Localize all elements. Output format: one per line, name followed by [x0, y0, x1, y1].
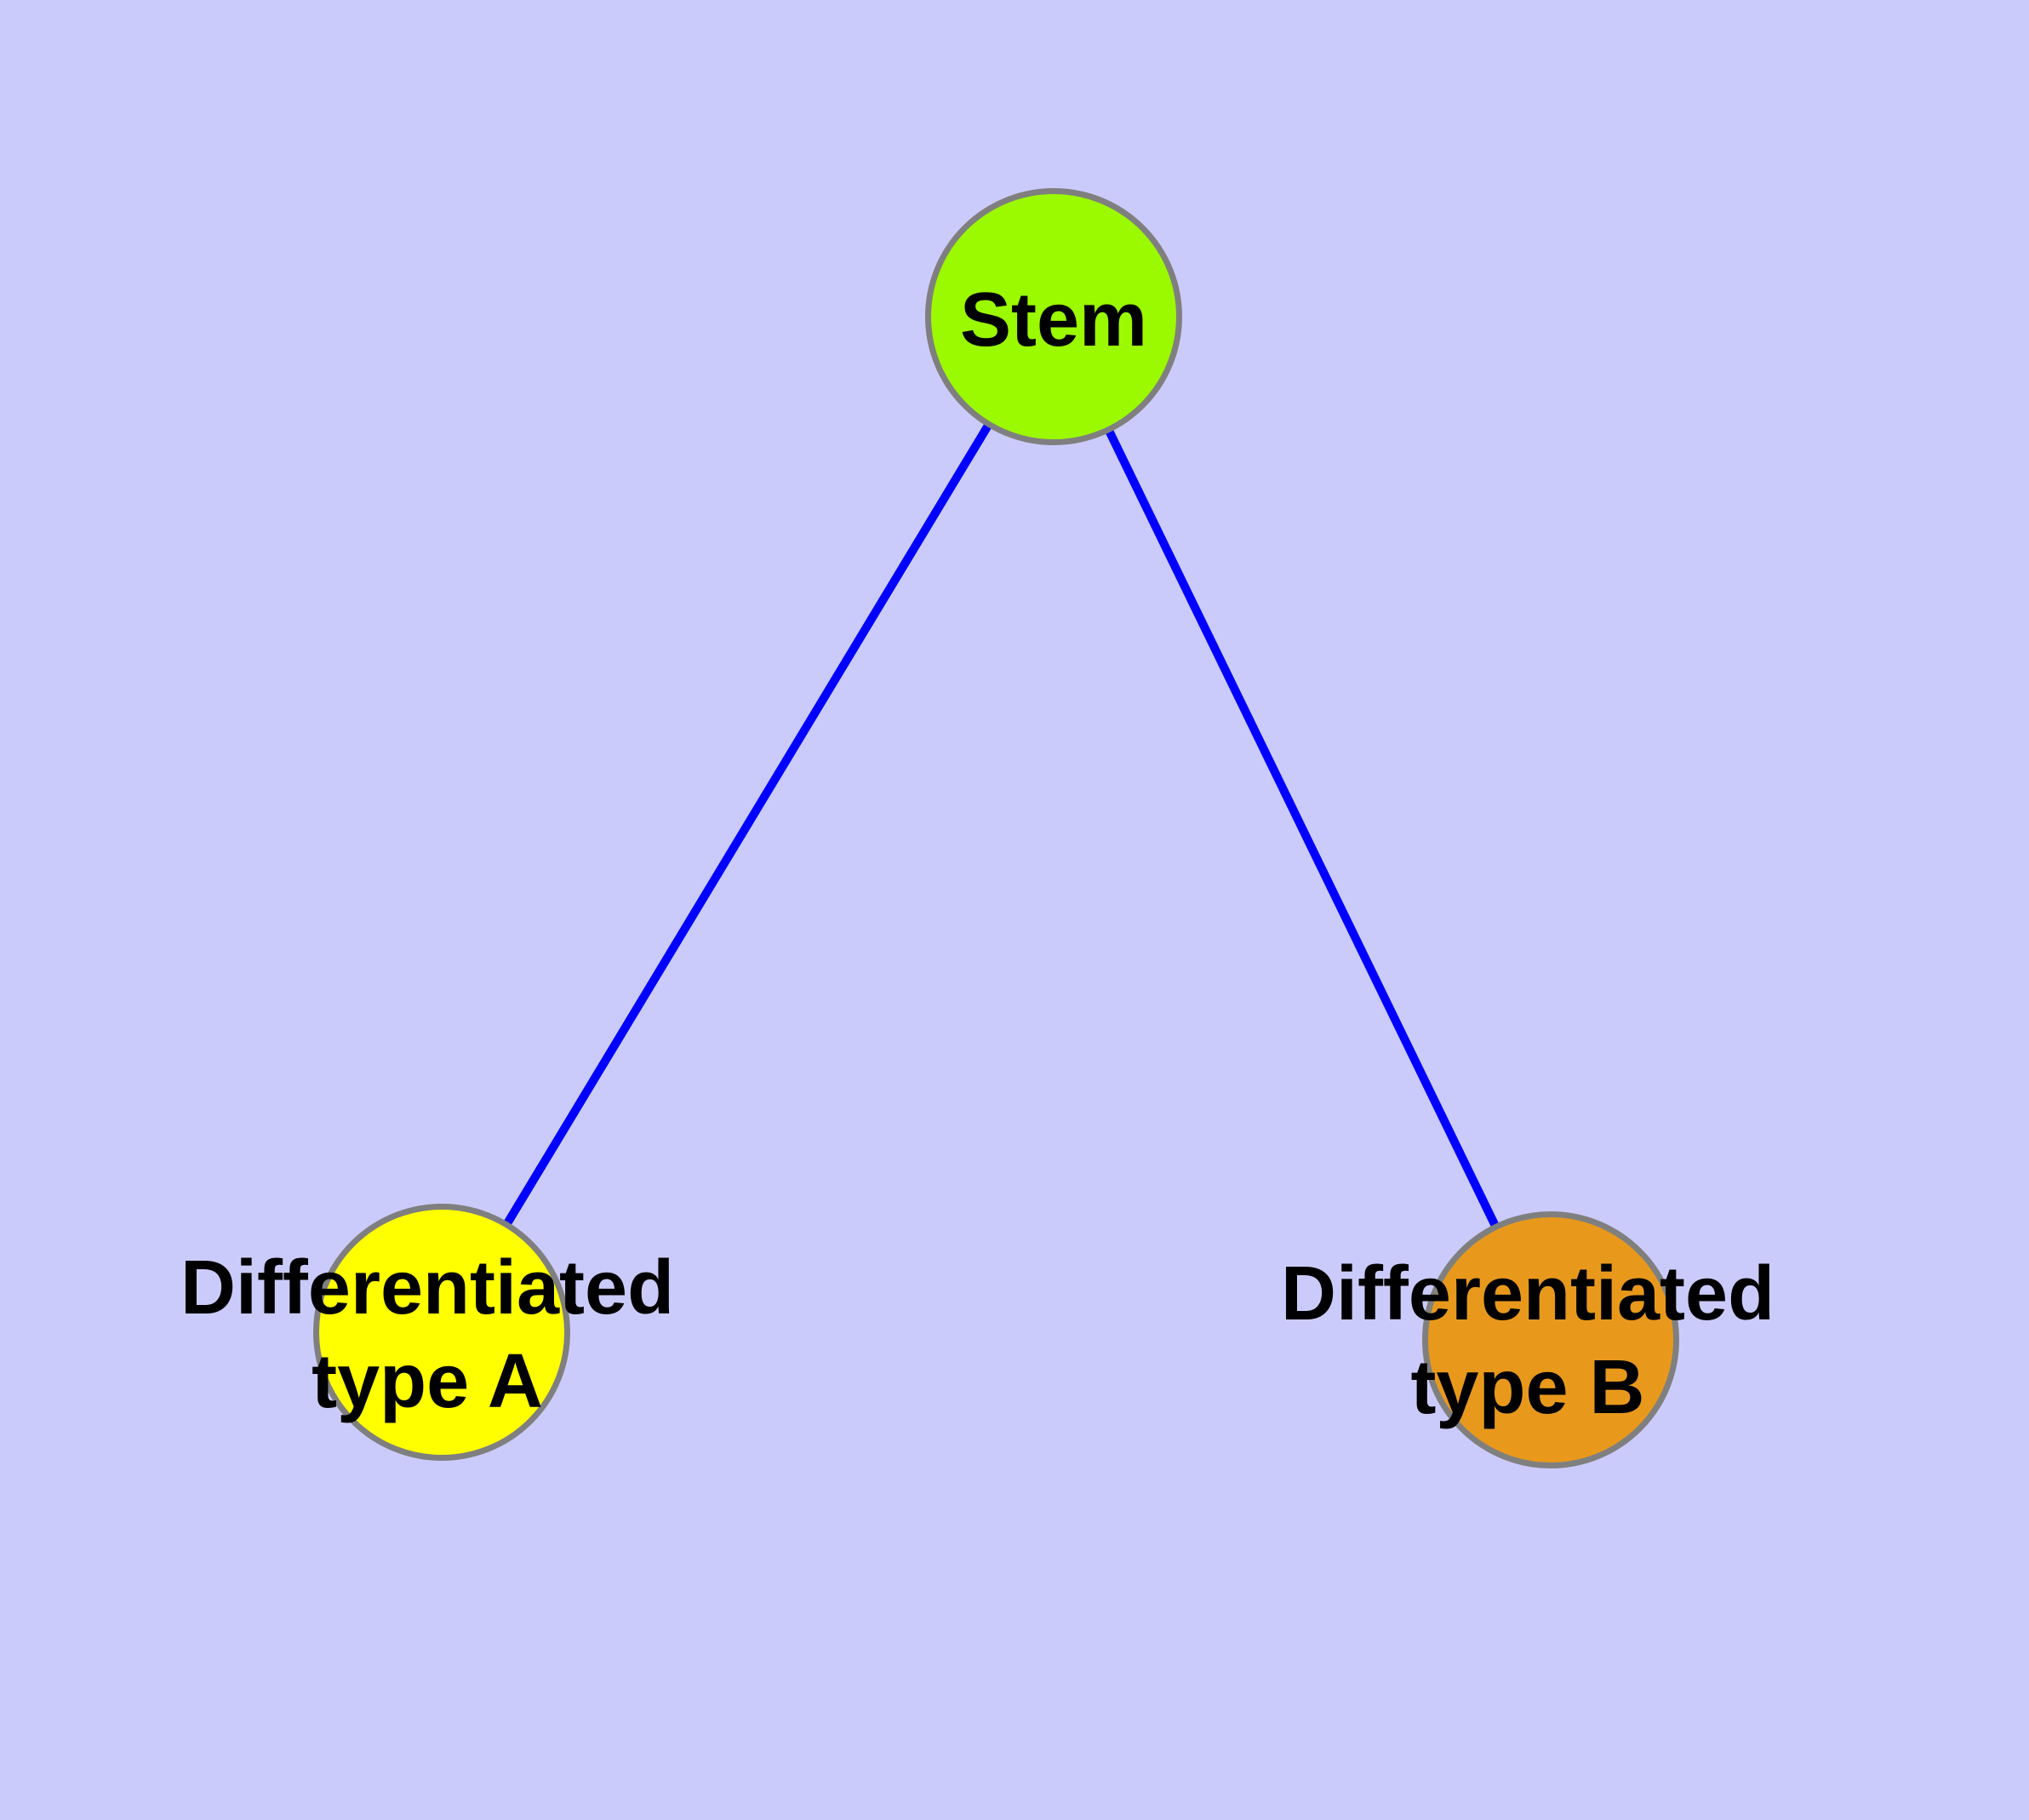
node-label-stem-text: Stem	[959, 278, 1148, 363]
node-differentiated-type-b	[1422, 1211, 1679, 1468]
node-label-differentiated-type-a: Differentiated type A	[180, 1241, 674, 1428]
edge-stem-to-type-a	[437, 314, 1058, 1335]
node-label-type-b-line1: Differentiated	[1280, 1251, 1775, 1336]
edge-stem-to-type-b	[1049, 314, 1555, 1342]
node-label-type-a-line2: type A	[311, 1339, 543, 1424]
node-label-type-a-line1: Differentiated	[180, 1245, 675, 1331]
node-label-differentiated-type-b: Differentiated type B	[1281, 1247, 1775, 1434]
node-label-stem: Stem	[960, 273, 1147, 367]
node-differentiated-type-a	[313, 1204, 570, 1461]
node-stem	[925, 188, 1182, 445]
node-label-type-b-line2: type B	[1410, 1345, 1645, 1430]
